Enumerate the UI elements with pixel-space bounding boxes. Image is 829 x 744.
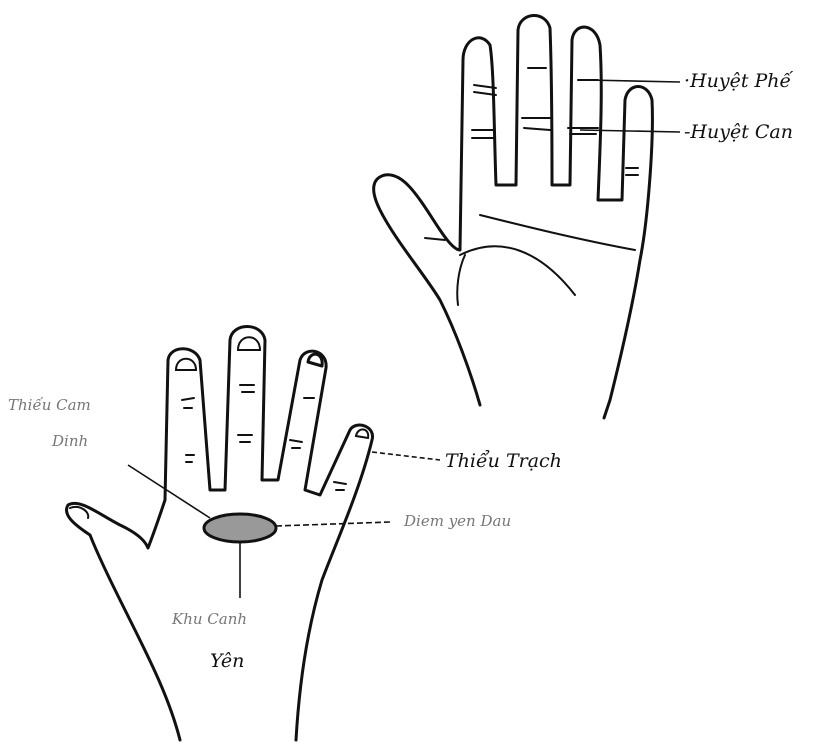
palm-crease-middle bbox=[460, 246, 575, 295]
thieu-trach-label: Thiểu Trạch bbox=[445, 450, 562, 472]
diem-yen-dau-leader bbox=[276, 522, 390, 526]
nail-little bbox=[356, 429, 368, 438]
palm-hand bbox=[374, 15, 680, 418]
palm-crease-upper bbox=[480, 215, 635, 250]
thieu-trach-leader bbox=[372, 452, 440, 460]
thieu-cam-dinh-leader bbox=[128, 465, 210, 518]
palm-crease-life bbox=[457, 255, 465, 305]
khu-canh-label-line2: Yên bbox=[210, 650, 244, 672]
thieu-cam-dinh-label-line1: Thiếu Cam bbox=[8, 396, 91, 414]
palm-hand-outline bbox=[374, 15, 653, 418]
khu-canh-label-line1: Khu Canh bbox=[172, 610, 247, 628]
nail-thumb bbox=[70, 507, 88, 518]
nail-pointer bbox=[176, 359, 196, 370]
back-mark-ring-2 bbox=[290, 440, 302, 448]
diem-yen-dau-spot bbox=[204, 514, 276, 542]
back-mark-little bbox=[334, 482, 346, 490]
back-mark-pointer-1 bbox=[182, 398, 194, 408]
huyet-phe-label: ·Huyệt Phế bbox=[684, 70, 791, 92]
huyet-can-leader bbox=[580, 130, 680, 132]
palm-mark-thumb bbox=[425, 238, 445, 240]
back-mark-middle-2 bbox=[238, 435, 252, 442]
back-mark-middle-1 bbox=[240, 385, 254, 392]
nail-ring bbox=[308, 354, 322, 366]
back-hand bbox=[67, 327, 440, 741]
palm-mark-pointer-2 bbox=[472, 130, 494, 138]
palm-mark-little bbox=[626, 168, 638, 175]
palm-mark-middle-2 bbox=[522, 118, 550, 130]
nail-middle bbox=[238, 337, 260, 350]
diem-yen-dau-label: Diem yen Dau bbox=[404, 512, 511, 530]
huyet-can-label: -Huyệt Can bbox=[684, 121, 793, 143]
thieu-cam-dinh-label-line2: Dinh bbox=[52, 432, 88, 450]
back-mark-pointer-2 bbox=[186, 455, 194, 462]
